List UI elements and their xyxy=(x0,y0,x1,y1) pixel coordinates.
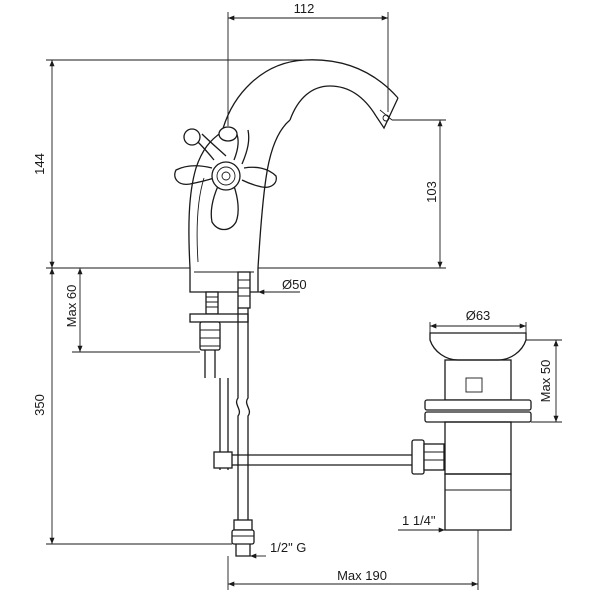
dim-max-deck: Max 60 xyxy=(64,285,79,328)
dim-spout-height: 103 xyxy=(424,181,439,203)
dim-waste-diameter: Ø63 xyxy=(466,308,491,323)
mounting-assembly xyxy=(189,271,251,378)
popup-rod xyxy=(213,378,412,470)
dim-waste-max: Max 50 xyxy=(538,360,553,403)
faucet-spout xyxy=(221,59,399,133)
dim-waste-thread: 1 1/4" xyxy=(402,513,436,528)
dim-total-height: 144 xyxy=(32,153,47,175)
dim-flange-diameter: Ø50 xyxy=(282,277,307,292)
dim-supply-thread: 1/2" G xyxy=(270,540,306,555)
dimension-lines xyxy=(46,12,562,590)
pop-up-waste xyxy=(411,332,532,531)
faucet-body xyxy=(188,119,291,293)
dim-tail-length: 350 xyxy=(32,394,47,416)
cross-handle xyxy=(174,126,277,231)
dim-max-distance: Max 190 xyxy=(337,568,387,583)
dim-spout-reach: 112 xyxy=(294,1,315,16)
supply-hose xyxy=(231,308,255,557)
